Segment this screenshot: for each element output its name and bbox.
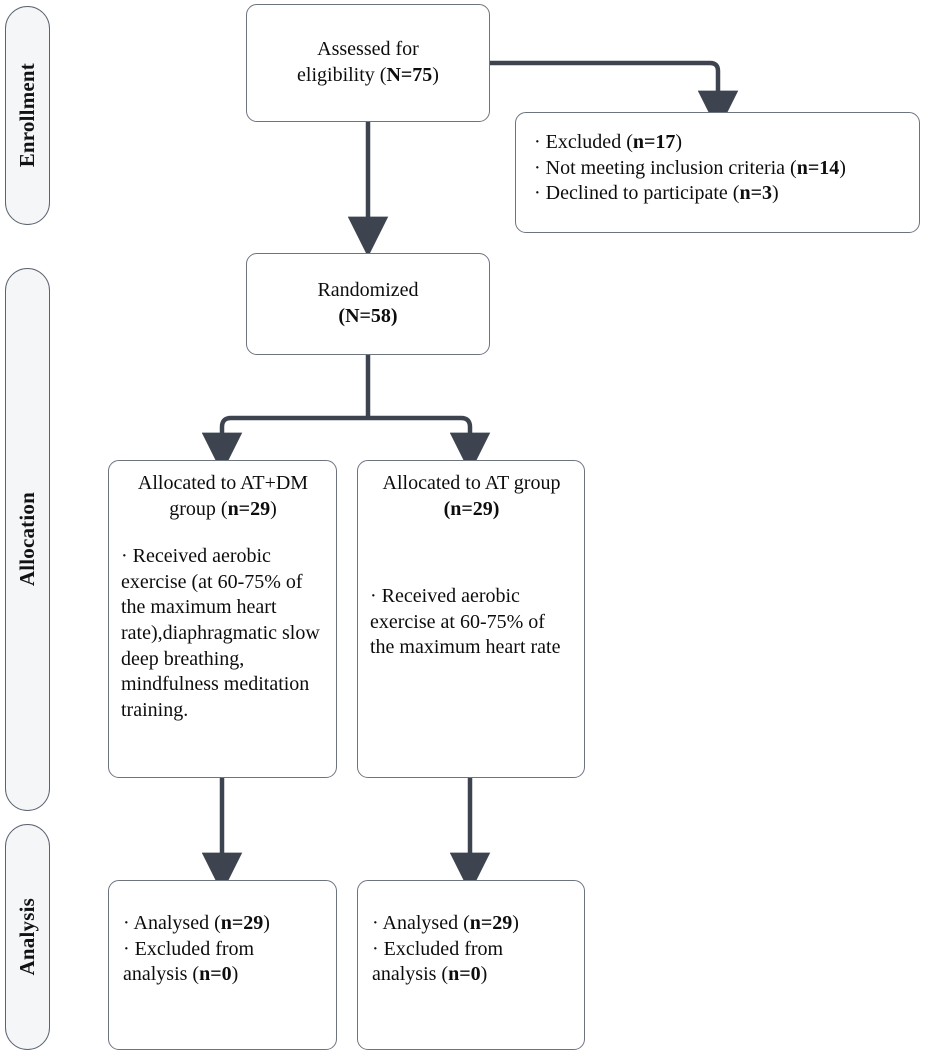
analysis-right-item-3: analysis (n=0): [372, 962, 572, 988]
alloc-left-head-line-2: group (n=29): [121, 497, 325, 523]
excluded-total-count: n=17: [632, 131, 676, 153]
analysis-right-excluded-count: n=0: [448, 963, 481, 986]
stage-pill-enrollment: Enrollment: [5, 6, 50, 225]
analysis-left-item-3: analysis (n=0): [123, 962, 324, 988]
box-analysis-at-dm: · Analysed (n=29) · Excluded from analys…: [108, 880, 337, 1050]
analysis-right-analysed-count: n=29: [469, 912, 513, 934]
analysis-right-item-1: · Analysed (n=29): [372, 911, 572, 937]
analysis-left-item-2: · Excluded from: [123, 937, 255, 960]
alloc-left-count: n=29: [227, 497, 271, 520]
analysis-right-item-1-prefix: · Analysed (: [372, 912, 470, 934]
excluded-item-2-prefix: · Not meeting inclusion criteria (: [534, 156, 797, 179]
box-randomized: Randomized (N=58): [246, 253, 490, 355]
randomized-line-1: Randomized: [317, 279, 419, 302]
connector-assessed-to-excluded: [490, 60, 739, 132]
alloc-left-head-line-2-prefix: group (: [169, 497, 228, 520]
stage-label-allocation: Allocation: [15, 492, 39, 587]
analysis-left-item-1: · Analysed (n=29): [123, 911, 324, 937]
excluded-not-meeting-criteria-count: n=14: [796, 156, 840, 179]
excluded-item-3: · Declined to participate (n=3): [534, 181, 907, 207]
box-allocated-at: Allocated to AT group (n=29) · Received …: [357, 460, 585, 778]
analysis-left-item-3-suffix: ): [231, 963, 239, 986]
alloc-left-head-line-2-suffix: ): [270, 497, 277, 520]
stage-label-enrollment: Enrollment: [15, 63, 39, 168]
excluded-item-2-suffix: ): [839, 156, 846, 179]
analysis-left-item-1-suffix: ): [263, 912, 270, 934]
analysis-right-item-1-suffix: ): [512, 912, 519, 934]
assessed-line-2: eligibility (N=75): [297, 63, 439, 89]
box-allocated-at-dm: Allocated to AT+DM group (n=29) · Receiv…: [108, 460, 337, 778]
alloc-right-spacer: [370, 522, 573, 584]
analysis-left-excluded-count: n=0: [199, 963, 232, 986]
analysis-right-item-2: · Excluded from: [372, 937, 504, 960]
assessed-line-2-prefix: eligibility (: [297, 64, 387, 86]
analysis-left-analysed-count: n=29: [220, 912, 264, 934]
stage-label-analysis: Analysis: [15, 898, 39, 976]
alloc-left-body: · Received aerobic exercise (at 60-75% o…: [121, 545, 320, 721]
alloc-right-body: · Received aerobic exercise at 60-75% of…: [370, 585, 561, 659]
assessed-line-1: Assessed for: [317, 38, 419, 61]
alloc-right-head-line-1: Allocated to AT group: [382, 472, 561, 494]
box-assessed-for-eligibility: Assessed for eligibility (N=75): [246, 4, 490, 122]
stage-pill-allocation: Allocation: [5, 268, 50, 811]
excluded-item-2: · Not meeting inclusion criteria (n=14): [534, 156, 907, 182]
alloc-left-spacer: [121, 522, 325, 544]
alloc-left-head-line-1: Allocated to AT+DM: [137, 472, 309, 494]
stage-pill-analysis: Analysis: [5, 824, 50, 1050]
excluded-item-1: · Excluded (n=17): [534, 130, 907, 156]
excluded-item-3-prefix: · Declined to participate (: [534, 182, 740, 205]
randomized-count: (N=58): [338, 305, 398, 327]
analysis-left-item-3-prefix: analysis (: [123, 963, 200, 986]
analysis-right-item-3-prefix: analysis (: [372, 963, 449, 986]
excluded-item-3-suffix: ): [772, 182, 779, 205]
analysis-left-item-1-prefix: · Analysed (: [123, 912, 221, 934]
box-analysis-at: · Analysed (n=29) · Excluded from analys…: [357, 880, 585, 1050]
analysis-right-item-3-suffix: ): [480, 963, 488, 986]
excluded-item-1-suffix: ): [675, 131, 683, 153]
connector-split-left: [201, 415, 368, 474]
assessed-line-2-suffix: ): [432, 64, 439, 86]
excluded-item-1-prefix: · Excluded (: [534, 131, 633, 153]
assessed-enrolled-count: N=75: [386, 64, 433, 86]
box-excluded: · Excluded (n=17) · Not meeting inclusio…: [515, 112, 920, 233]
alloc-right-count: (n=29): [443, 497, 500, 520]
connector-split-right: [368, 415, 491, 474]
excluded-declined-count: n=3: [739, 182, 772, 205]
